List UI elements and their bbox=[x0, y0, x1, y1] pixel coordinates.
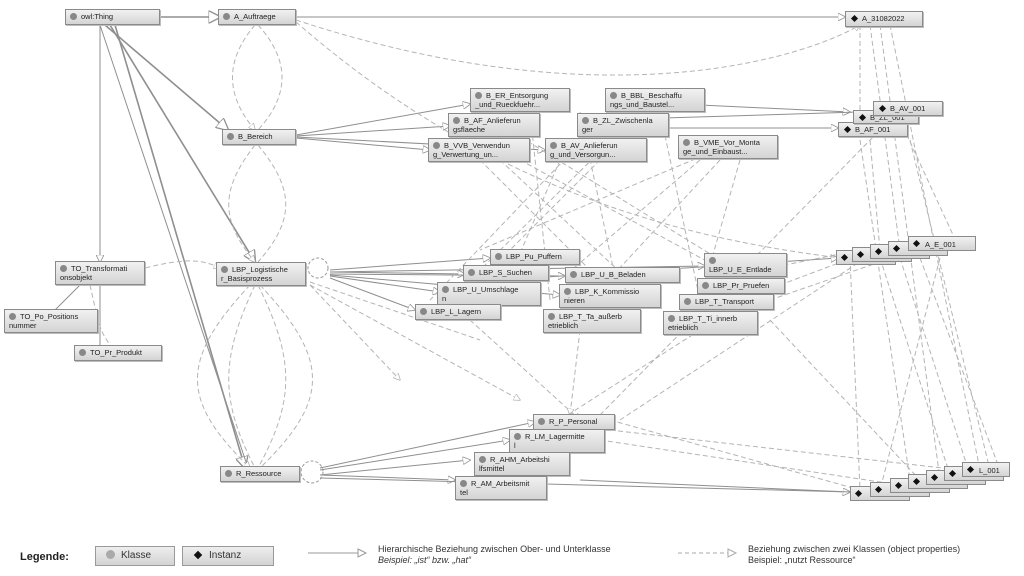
class-dot-icon bbox=[453, 117, 460, 124]
node-b-zl[interactable]: B_ZL_Zwischenla ger bbox=[577, 113, 669, 137]
node-a-31082022[interactable]: A_31082022 bbox=[845, 11, 923, 27]
self-loops bbox=[300, 257, 329, 484]
node-b-af-001[interactable]: B_AF_001 bbox=[838, 122, 908, 137]
instance-diamond-icon bbox=[892, 244, 901, 253]
node-r-lm[interactable]: R_LM_Lagermitte l bbox=[509, 429, 605, 453]
legend-hierarchy-text: Hierarchische Beziehung zwischen Ober- u… bbox=[378, 544, 611, 565]
class-dot-icon bbox=[550, 142, 557, 149]
node-lbp-u-umschlagen[interactable]: LBP_U_Umschlage n bbox=[437, 282, 541, 306]
node-b-av-001[interactable]: B_AV_001 bbox=[873, 101, 943, 116]
class-dot-icon bbox=[106, 550, 115, 559]
class-dot-icon bbox=[548, 313, 555, 320]
class-dot-icon bbox=[479, 456, 486, 463]
instance-diamond-icon bbox=[948, 469, 957, 478]
class-dot-icon bbox=[495, 253, 502, 260]
node-lbp-u-e[interactable]: LBP_U_E_Entlade n bbox=[704, 253, 787, 277]
node-l-001[interactable]: L_001 bbox=[962, 462, 1010, 477]
class-dot-icon bbox=[79, 349, 86, 356]
instance-diamond-icon bbox=[878, 104, 887, 113]
legend: Legende: Klasse Instanz Hierarchische Be… bbox=[0, 540, 1024, 576]
a-e-instance-stack: A_E_001 bbox=[836, 236, 976, 268]
class-dot-icon bbox=[582, 117, 589, 124]
node-b-av[interactable]: B_AV_Anlieferun g_und_Versorgun... bbox=[545, 138, 647, 162]
legend-title: Legende: bbox=[20, 551, 69, 563]
class-dot-icon bbox=[709, 257, 716, 264]
node-a-e-001[interactable]: A_E_001 bbox=[908, 236, 976, 251]
node-lbp-pr[interactable]: LBP_Pr_Pruefen bbox=[697, 278, 785, 294]
node-lbp-s[interactable]: LBP_S_Suchen bbox=[463, 265, 549, 281]
class-dot-icon bbox=[442, 286, 449, 293]
instance-diamond-icon bbox=[912, 239, 921, 248]
node-lbp-pu[interactable]: LBP_Pu_Puffern bbox=[490, 249, 580, 265]
class-dot-icon bbox=[468, 269, 475, 276]
node-b-vvb[interactable]: B_VVB_Verwendun g_Verwertung_un... bbox=[428, 138, 530, 162]
class-dot-icon bbox=[221, 266, 228, 273]
legend-class-box: Klasse bbox=[95, 546, 175, 566]
instance-diamond-icon bbox=[850, 14, 859, 23]
class-dot-icon bbox=[570, 271, 577, 278]
instance-diamond-icon bbox=[966, 465, 975, 474]
class-dot-icon bbox=[668, 315, 675, 322]
l-instance-stack: L_001 bbox=[850, 462, 1010, 502]
instance-diamond-icon bbox=[856, 250, 865, 259]
class-dot-icon bbox=[223, 13, 230, 20]
legend-dashed-arrow bbox=[678, 548, 738, 558]
node-to-po[interactable]: TO_Po_Positions nummer bbox=[4, 309, 98, 333]
instance-diamond-icon bbox=[193, 550, 203, 560]
node-r-ahm[interactable]: R_AHM_Arbeitshi lfsmittel bbox=[474, 452, 570, 476]
node-lbp-t-ti[interactable]: LBP_T_Ti_innerb etrieblich bbox=[663, 311, 758, 335]
class-dot-icon bbox=[9, 313, 16, 320]
instance-diamond-icon bbox=[840, 253, 849, 262]
node-r-am[interactable]: R_AM_Arbeitsmit tel bbox=[455, 476, 547, 500]
legend-instance-box: Instanz bbox=[182, 546, 274, 566]
class-dot-icon bbox=[610, 92, 617, 99]
node-lbp-u-b[interactable]: LBP_U_B_Beladen bbox=[565, 267, 680, 283]
instance-diamond-icon bbox=[874, 247, 883, 256]
class-dot-icon bbox=[460, 480, 467, 487]
class-dot-icon bbox=[420, 308, 427, 315]
node-to-pr[interactable]: TO_Pr_Produkt bbox=[74, 345, 162, 361]
class-dot-icon bbox=[60, 265, 67, 272]
class-dot-icon bbox=[225, 470, 232, 477]
node-to-transformationsobjekt[interactable]: TO_Transformati onsobjekt bbox=[55, 261, 145, 285]
instance-diamond-icon bbox=[912, 477, 921, 486]
node-lbp-l[interactable]: LBP_L_Lagern bbox=[415, 304, 501, 320]
node-b-bereich[interactable]: B_Bereich bbox=[222, 129, 296, 145]
node-lbp-t-ta[interactable]: LBP_T_Ta_außerb etrieblich bbox=[543, 309, 641, 333]
node-lbp-k[interactable]: LBP_K_Kommissio nieren bbox=[559, 284, 661, 308]
class-dot-icon bbox=[514, 433, 521, 440]
instance-diamond-icon bbox=[894, 481, 903, 490]
node-b-vme[interactable]: B_VME_Vor_Monta ge_und_Einbaust... bbox=[678, 135, 778, 159]
legend-solid-arrow bbox=[308, 548, 368, 558]
class-dot-icon bbox=[227, 133, 234, 140]
class-dot-icon bbox=[70, 13, 77, 20]
instance-diamond-icon bbox=[854, 489, 863, 498]
instance-diamond-icon bbox=[843, 125, 852, 134]
node-lbp-logistische[interactable]: LBP_Logistische r_Basisprozess bbox=[216, 262, 306, 286]
instance-diamond-icon bbox=[858, 113, 867, 122]
instance-diamond-icon bbox=[874, 485, 883, 494]
class-dot-icon bbox=[475, 92, 482, 99]
node-a-auftraege[interactable]: A_Auftraege bbox=[218, 9, 296, 25]
node-r-ressource[interactable]: R_Ressource bbox=[220, 466, 300, 482]
node-b-er[interactable]: B_ER_Entsorgung _und_Rueckfuehr... bbox=[470, 88, 570, 112]
class-dot-icon bbox=[564, 288, 571, 295]
class-dot-icon bbox=[684, 298, 691, 305]
node-owl-thing[interactable]: owl:Thing bbox=[65, 9, 160, 25]
class-dot-icon bbox=[702, 282, 709, 289]
legend-object-property-text: Beziehung zwischen zwei Klassen (object … bbox=[748, 544, 961, 565]
node-b-bbl[interactable]: B_BBL_Beschaffu ngs_und_Baustel... bbox=[605, 88, 705, 112]
class-dot-icon bbox=[433, 142, 440, 149]
node-r-p[interactable]: R_P_Personal bbox=[533, 414, 615, 430]
class-dot-icon bbox=[538, 418, 545, 425]
instance-diamond-icon bbox=[930, 473, 939, 482]
node-lbp-t[interactable]: LBP_T_Transport bbox=[679, 294, 774, 310]
class-dot-icon bbox=[683, 139, 690, 146]
node-b-af[interactable]: B_AF_Anlieferun gsflaeche bbox=[448, 113, 540, 137]
